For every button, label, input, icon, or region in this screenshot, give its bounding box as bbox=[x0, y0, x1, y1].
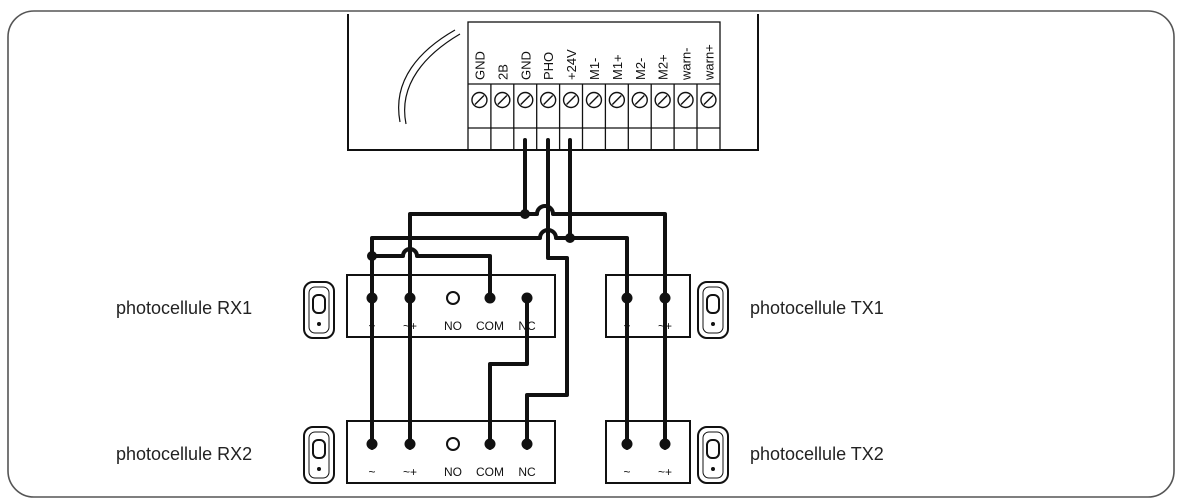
photocell-sensor-icon bbox=[303, 426, 335, 484]
tx2-pin-dot bbox=[659, 438, 671, 450]
rx2-pin-label: NC bbox=[518, 465, 536, 479]
terminal-label: +24V bbox=[564, 49, 579, 80]
rx1-pin-label: ~ bbox=[368, 319, 375, 333]
rx2-label: photocellule RX2 bbox=[116, 444, 252, 464]
wire-rx-com bbox=[370, 247, 492, 300]
terminal-label: 2B bbox=[495, 64, 510, 80]
rx2-pin-dot bbox=[366, 438, 378, 450]
rx2-pin-label: ~ bbox=[368, 465, 375, 479]
terminal-screw-icon bbox=[654, 91, 671, 109]
rx1-pin-label: NO bbox=[444, 319, 462, 333]
rx2-pin-label: NO bbox=[444, 465, 462, 479]
tx2-pin-dot bbox=[621, 438, 633, 450]
tx1-pin-dot bbox=[621, 292, 633, 304]
photocell-sensor-icon bbox=[697, 426, 729, 484]
tx2-label: photocellule TX2 bbox=[750, 444, 884, 464]
wire-rx1-nc-rx2-com bbox=[488, 296, 529, 450]
terminal-label: M1- bbox=[587, 58, 602, 80]
rx2-pin-dot bbox=[446, 437, 460, 451]
control-board: GND 2B GND PHO +24V M1- M1+ M2- M2+ warn-warn+ bbox=[347, 14, 759, 151]
terminal-label: M2+ bbox=[656, 54, 671, 80]
rx2-pin-dot bbox=[484, 438, 496, 450]
tx1-pin-dot bbox=[659, 292, 671, 304]
tx1-pin-label: ~+ bbox=[658, 319, 672, 333]
tx2-terminal-box bbox=[605, 420, 691, 484]
rx1-pin-label: ~+ bbox=[403, 319, 417, 333]
tx2-pin-label: ~ bbox=[623, 465, 630, 479]
photocell-sensor-icon bbox=[303, 281, 335, 339]
antenna-cable-icon bbox=[398, 29, 456, 123]
terminal-screw-icon bbox=[562, 91, 580, 109]
terminal-label: GND bbox=[472, 51, 487, 80]
rx1-pin-dot bbox=[446, 291, 460, 305]
wiring bbox=[370, 138, 667, 450]
wire-24v bbox=[568, 138, 629, 450]
terminal-screw-icon bbox=[585, 91, 603, 109]
tx1-label: photocellule TX1 bbox=[750, 298, 884, 318]
terminal-screw-icon bbox=[539, 91, 557, 109]
rx2-pin-dot bbox=[404, 438, 416, 450]
terminal-screw-icon bbox=[677, 91, 694, 109]
wire-gnd bbox=[408, 138, 527, 450]
terminal-screw-icon bbox=[471, 91, 488, 109]
rx2-pin-dot bbox=[521, 438, 533, 450]
rx1-terminal-box bbox=[346, 274, 556, 338]
rx1-pin-label: COM bbox=[476, 319, 504, 333]
rx2-pin-label: ~+ bbox=[403, 465, 417, 479]
terminal-screw-icon bbox=[608, 91, 626, 109]
rx2-pin-label: COM bbox=[476, 465, 504, 479]
terminal-label: M2- bbox=[633, 58, 648, 80]
terminal-label: M1+ bbox=[610, 54, 625, 80]
rx1-pin-dot bbox=[484, 292, 496, 304]
terminal-screw-icon bbox=[631, 91, 648, 109]
wire-pho bbox=[525, 138, 569, 450]
rx1-label: photocellule RX1 bbox=[116, 298, 252, 318]
terminal-screw-icon bbox=[517, 91, 534, 109]
rx1-pin-dot bbox=[404, 292, 416, 304]
terminal-screw-icon bbox=[494, 91, 511, 109]
tx2-pin-label: ~+ bbox=[658, 465, 672, 479]
rx1-pin-dot bbox=[366, 292, 378, 304]
tx1-terminal-box bbox=[605, 274, 691, 338]
tx1-pin-label: ~ bbox=[623, 319, 630, 333]
photocell-sensor-icon bbox=[697, 281, 729, 339]
diagram-frame bbox=[7, 10, 1175, 498]
terminal-label: PHO bbox=[541, 52, 556, 80]
wire-junctions bbox=[367, 209, 575, 261]
rx2-terminal-box bbox=[346, 420, 556, 484]
terminal-label: warn+ bbox=[701, 44, 716, 81]
rx1-pin-dot bbox=[521, 292, 533, 304]
rx1-pin-label: NC bbox=[518, 319, 536, 333]
wire-24v-rx bbox=[370, 228, 572, 450]
terminal-label: GND bbox=[518, 51, 533, 80]
terminal-screw-icon bbox=[700, 91, 717, 109]
terminal-label: warn- bbox=[679, 47, 694, 81]
